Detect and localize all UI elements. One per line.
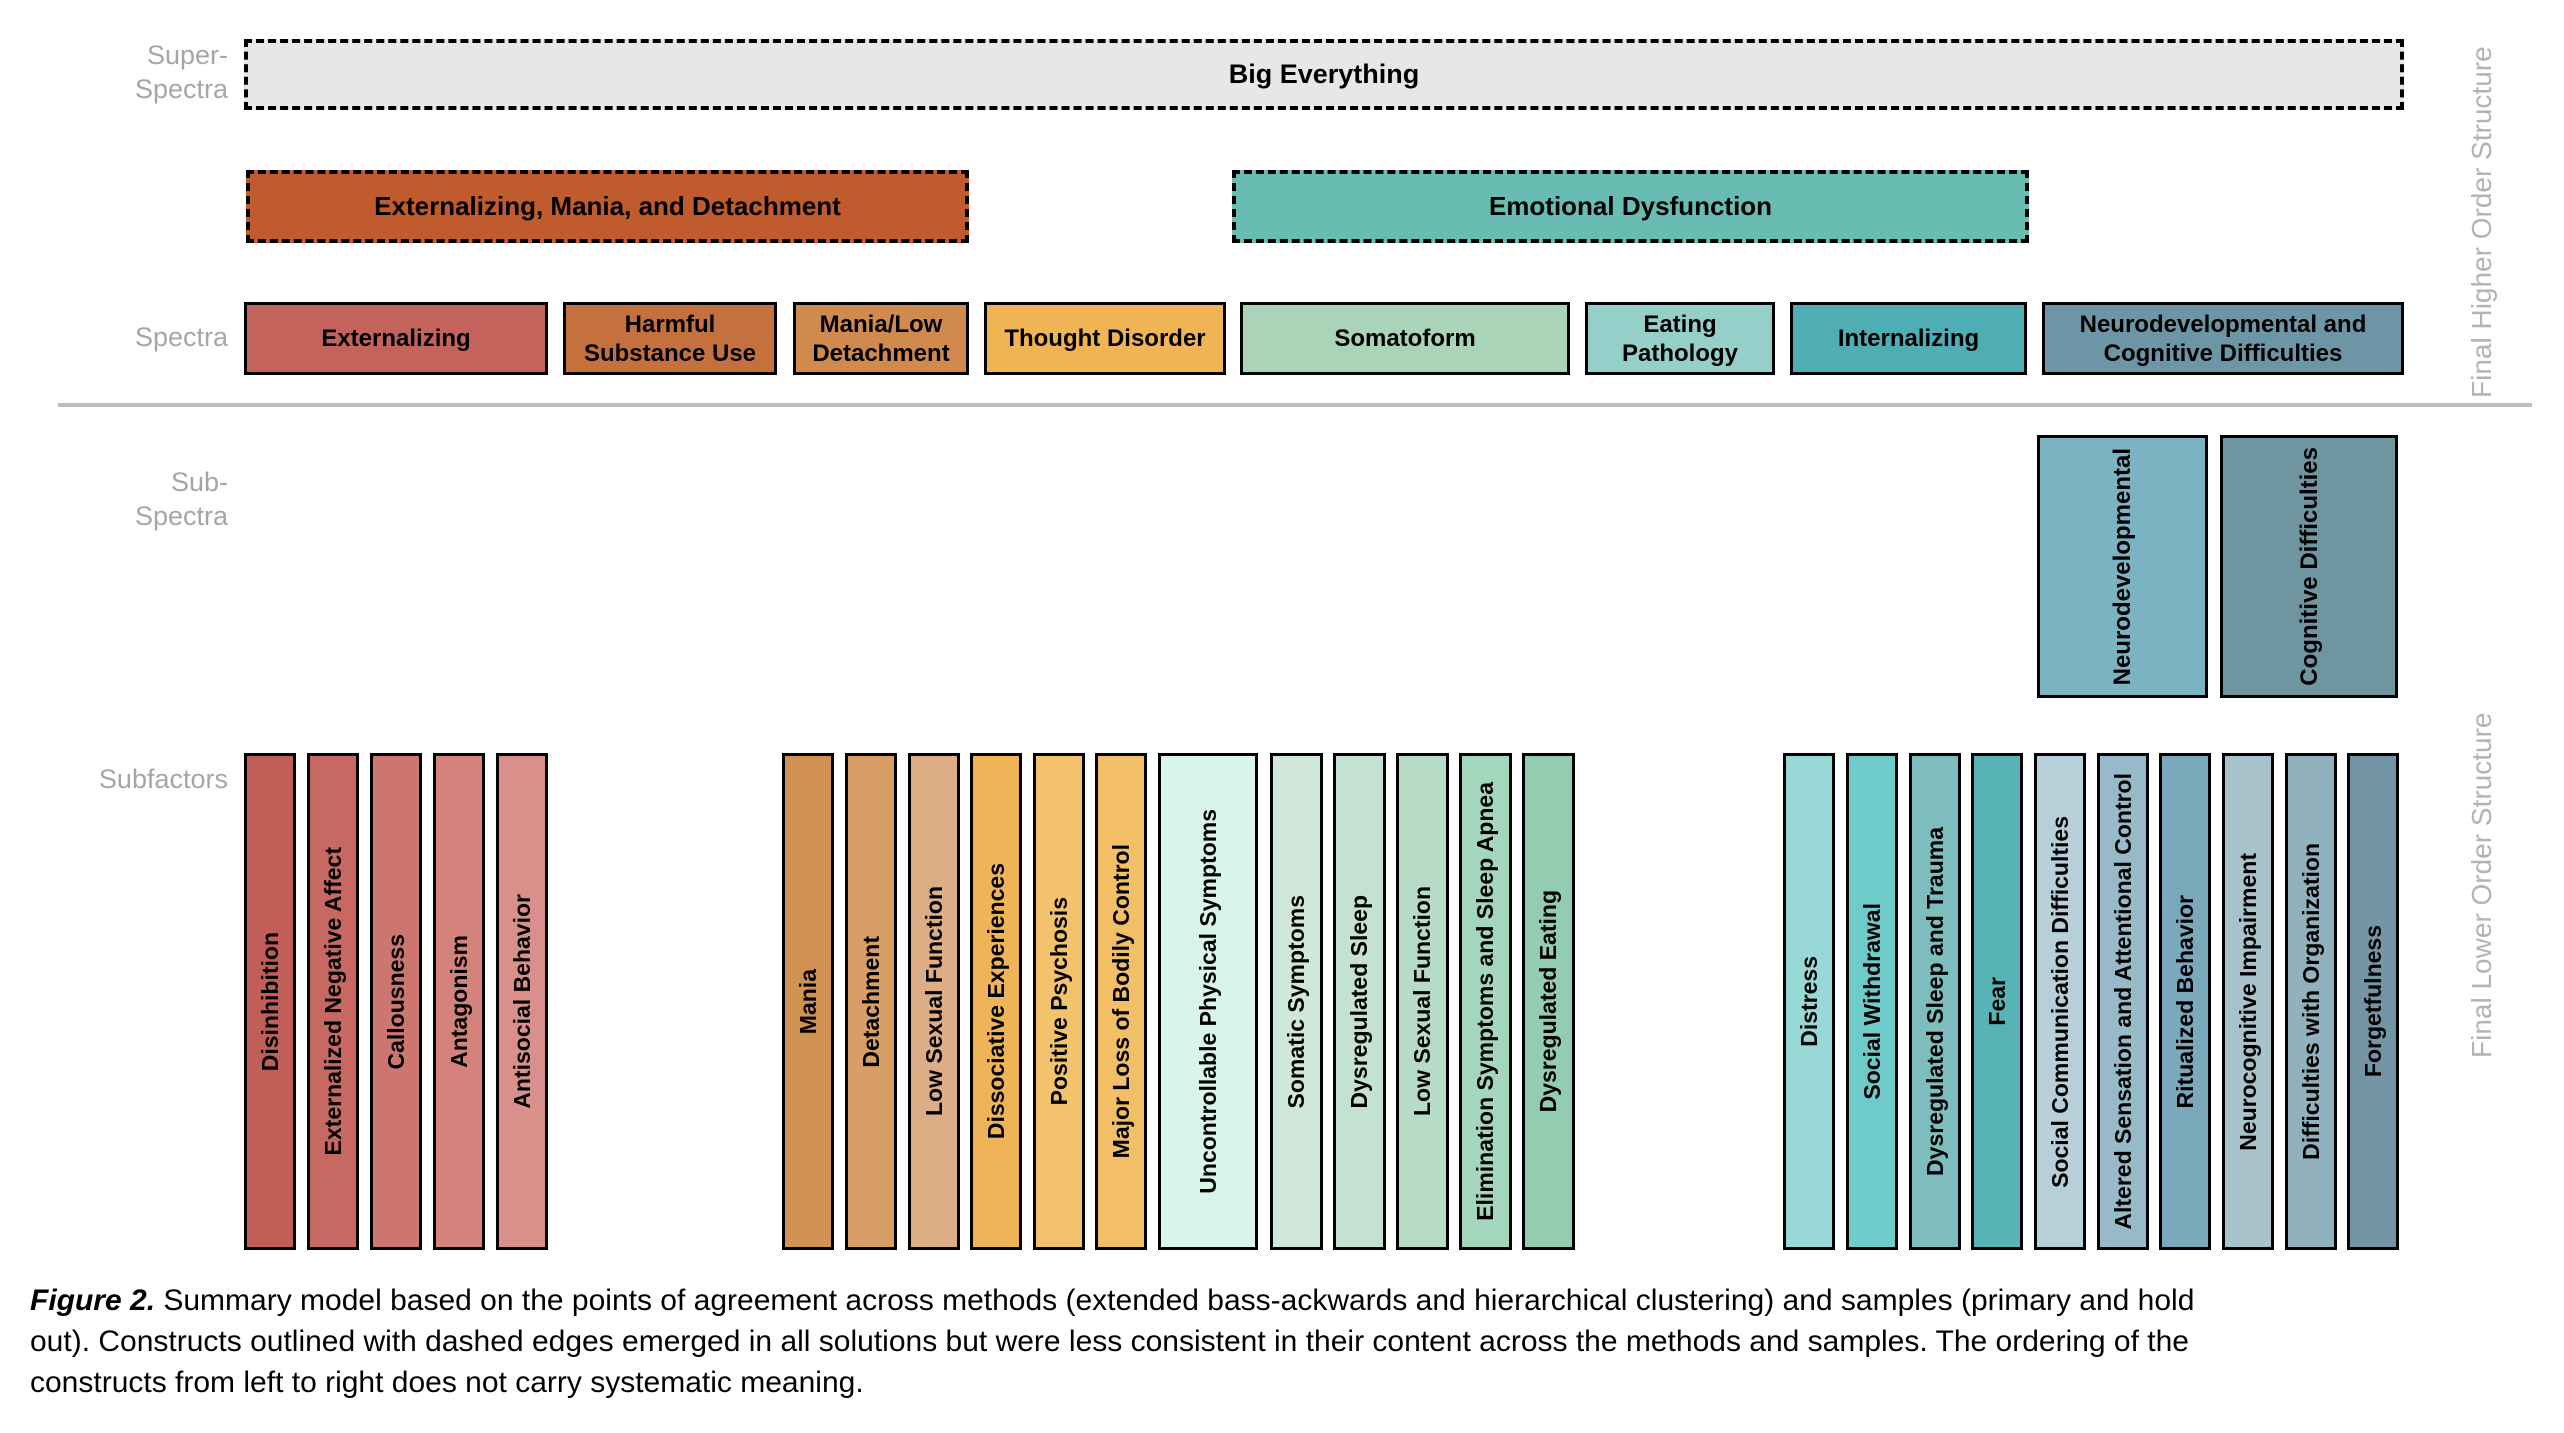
spectra-box-mania-low-detachment: Mania/Low Detachment xyxy=(793,302,969,375)
subfactor-bar-dysregulated-sleep-and-trauma: Dysregulated Sleep and Trauma xyxy=(1909,753,1961,1250)
spectra-box-thought-disorder: Thought Disorder xyxy=(984,302,1226,375)
box-label: Externalizing xyxy=(321,325,471,352)
box-label: Mania/Low Detachment xyxy=(812,310,950,367)
subfactor-bar-social-communication-difficulties: Social Communication Difficulties xyxy=(2034,753,2086,1250)
bar-label: Externalized Negative Affect xyxy=(319,847,346,1156)
bar-label: Antagonism xyxy=(445,935,472,1068)
box-label: Neurodevelopmental and Cognitive Difficu… xyxy=(2079,310,2367,367)
sub-spectra-box-cognitive-difficulties: Cognitive Difficulties xyxy=(2220,435,2398,698)
subfactor-bar-dysregulated-eating: Dysregulated Eating xyxy=(1522,753,1575,1250)
box-label: Thought Disorder xyxy=(1004,325,1206,352)
box-label: Eating Pathology xyxy=(1621,310,1738,367)
bar-label: Low Sexual Function xyxy=(920,886,947,1117)
row-label-line: Subfactors xyxy=(98,764,228,794)
sub-spectra-box-neurodevelopmental: Neurodevelopmental xyxy=(2037,435,2208,698)
caption-line: constructs from left to right does not c… xyxy=(30,1366,864,1399)
bar-label: Major Loss of Bodily Control xyxy=(1107,844,1134,1159)
row-label-line: Sub- xyxy=(170,467,228,497)
row-label-super-spectra: Super- Spectra xyxy=(40,38,228,106)
bar-label: Dysregulated Eating xyxy=(1535,890,1561,1113)
bar-label: Altered Sensation and Attentional Contro… xyxy=(2109,773,2136,1230)
row-label-subfactors: Subfactors xyxy=(40,762,228,796)
subfactor-bar-social-withdrawal: Social Withdrawal xyxy=(1846,753,1898,1250)
subfactor-bar-major-loss-of-bodily-control: Major Loss of Bodily Control xyxy=(1095,753,1147,1250)
box-label: Big Everything xyxy=(1228,59,1420,89)
higher-spectra-box-emotional-dysfunction: Emotional Dysfunction xyxy=(1232,170,2029,243)
bar-label: Callousness xyxy=(382,933,409,1070)
row-label-line: Super- xyxy=(146,40,228,70)
bar-label: Distress xyxy=(1795,956,1822,1047)
row-label-line: Spectra xyxy=(134,501,228,531)
subfactor-bar-altered-sensation-and-attentional-control: Altered Sensation and Attentional Contro… xyxy=(2097,753,2149,1250)
subfactor-bar-positive-psychosis: Positive Psychosis xyxy=(1033,753,1085,1250)
spectra-box-eating-pathology: Eating Pathology xyxy=(1585,302,1775,375)
subfactor-bar-low-sexual-function-2: Low Sexual Function xyxy=(1396,753,1449,1250)
box-label: Externalizing, Mania, and Detachment xyxy=(374,191,841,221)
subfactor-bar-somatic-symptoms: Somatic Symptoms xyxy=(1270,753,1323,1250)
row-label-spectra: Spectra xyxy=(40,320,228,354)
caption-line: Figure 2. Summary model based on the poi… xyxy=(30,1280,2194,1321)
spectra-box-neurodevelopmental-cognitive-difficulties: Neurodevelopmental and Cognitive Difficu… xyxy=(2042,302,2404,375)
bar-label: Difficulties with Organization xyxy=(2297,843,2324,1160)
caption-line: out). Constructs outlined with dashed ed… xyxy=(30,1325,2189,1358)
subfactor-bar-distress: Distress xyxy=(1783,753,1835,1250)
bar-label: Dissociative Experiences xyxy=(982,863,1009,1140)
bar-label: Dysregulated Sleep xyxy=(1346,894,1372,1109)
subfactor-bar-detachment: Detachment xyxy=(845,753,897,1250)
box-label: Harmful Substance Use xyxy=(583,310,757,367)
subfactor-bar-elimination-symptoms-and-sleep-apnea: Elimination Symptoms and Sleep Apnea xyxy=(1459,753,1512,1250)
bar-label: Forgetfulness xyxy=(2359,925,2386,1078)
box-label: Internalizing xyxy=(1837,325,1980,352)
subfactor-bar-callousness: Callousness xyxy=(370,753,422,1250)
row-label-sub-spectra: Sub- Spectra xyxy=(40,465,228,533)
subfactor-bar-uncontrollable-physical-symptoms: Uncontrollable Physical Symptoms xyxy=(1158,753,1258,1250)
bar-label: Antisocial Behavior xyxy=(508,894,535,1109)
subfactor-bar-ritualized-behavior: Ritualized Behavior xyxy=(2159,753,2211,1250)
bar-label: Somatic Symptoms xyxy=(1283,894,1309,1109)
box-label: Cognitive Difficulties xyxy=(2295,447,2323,686)
spectra-box-harmful-substance-use: Harmful Substance Use xyxy=(563,302,777,375)
subfactor-bar-forgetfulness: Forgetfulness xyxy=(2347,753,2399,1250)
bar-label: Dysregulated Sleep and Trauma xyxy=(1921,827,1948,1176)
figure-number: Figure 2. xyxy=(30,1284,156,1317)
bar-label: Uncontrollable Physical Symptoms xyxy=(1194,809,1221,1194)
subfactor-bar-disinhibition: Disinhibition xyxy=(244,753,296,1250)
subfactor-bar-dysregulated-sleep: Dysregulated Sleep xyxy=(1333,753,1386,1250)
spectra-box-internalizing: Internalizing xyxy=(1790,302,2027,375)
bar-label: Fear xyxy=(1983,977,2010,1026)
bar-label: Neurocognitive Impairment xyxy=(2234,852,2261,1151)
subfactor-bar-externalized-negative-affect: Externalized Negative Affect xyxy=(307,753,359,1250)
spectra-box-somatoform: Somatoform xyxy=(1240,302,1570,375)
section-divider-line xyxy=(58,403,2532,407)
bar-label: Elimination Symptoms and Sleep Apnea xyxy=(1472,782,1498,1221)
bar-label: Detachment xyxy=(857,935,884,1068)
final-lower-order-structure-label: Final Lower Order Structure xyxy=(2466,712,2497,1058)
bar-label: Social Communication Difficulties xyxy=(2046,815,2073,1188)
box-label: Emotional Dysfunction xyxy=(1488,191,1773,221)
caption-text: Summary model based on the points of agr… xyxy=(155,1284,2195,1317)
row-label-line: Spectra xyxy=(134,74,228,104)
spectra-box-externalizing: Externalizing xyxy=(244,302,548,375)
figure-caption: Figure 2. Summary model based on the poi… xyxy=(30,1280,2194,1403)
subfactor-bar-difficulties-with-organization: Difficulties with Organization xyxy=(2285,753,2337,1250)
subfactor-bar-dissociative-experiences: Dissociative Experiences xyxy=(970,753,1022,1250)
higher-spectra-box-externalizing-mania-detachment: Externalizing, Mania, and Detachment xyxy=(246,170,969,243)
subfactor-bar-antagonism: Antagonism xyxy=(433,753,485,1250)
box-label: Somatoform xyxy=(1334,325,1476,352)
subfactor-bar-antisocial-behavior: Antisocial Behavior xyxy=(496,753,548,1250)
bar-label: Social Withdrawal xyxy=(1858,903,1885,1100)
bar-label: Ritualized Behavior xyxy=(2171,894,2198,1109)
subfactor-bar-neurocognitive-impairment: Neurocognitive Impairment xyxy=(2222,753,2274,1250)
subfactor-bar-low-sexual-function-1: Low Sexual Function xyxy=(908,753,960,1250)
bar-label: Positive Psychosis xyxy=(1045,897,1072,1106)
subfactor-bar-fear: Fear xyxy=(1971,753,2023,1250)
bar-label: Low Sexual Function xyxy=(1409,886,1435,1117)
bar-label: Mania xyxy=(794,968,821,1035)
box-label: Neurodevelopmental xyxy=(2109,447,2136,686)
bar-label: Disinhibition xyxy=(256,931,283,1072)
super-spectra-box-big-everything: Big Everything xyxy=(244,39,2404,110)
row-label-line: Spectra xyxy=(134,322,228,352)
subfactor-bar-mania: Mania xyxy=(782,753,834,1250)
final-higher-order-structure-label: Final Higher Order Structure xyxy=(2466,46,2497,398)
